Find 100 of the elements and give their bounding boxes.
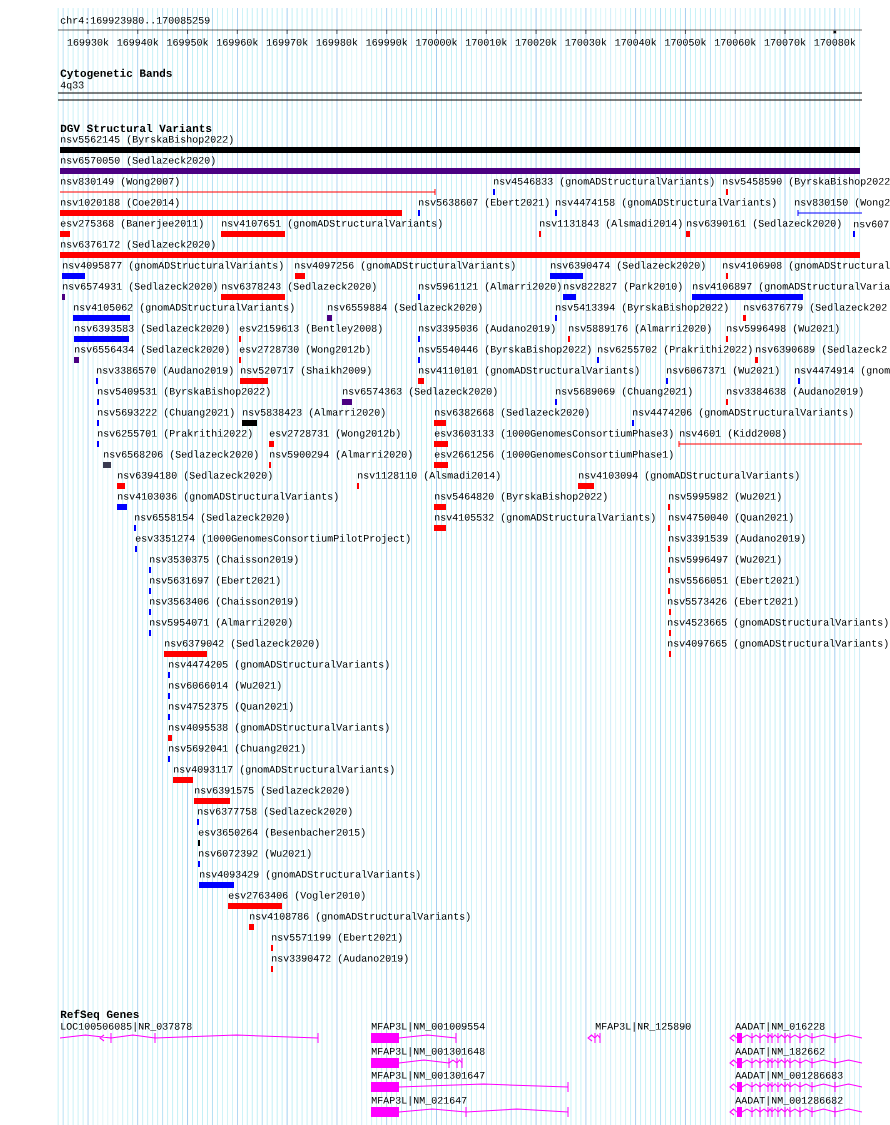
variant-label: nsv3563406 (Chaisson2019) xyxy=(150,597,298,607)
tick-label: 170080k xyxy=(814,38,856,46)
variant-label: nsv4474914 (gnom xyxy=(795,366,890,376)
variant-label: esv3351274 (1000GenomesConsortiumPilotProject) xyxy=(135,534,410,544)
variant-label: nsv3530375 (Chaisson2019) xyxy=(150,555,298,565)
variant-label: nsv6393583 (Sedlazeck2020) xyxy=(75,324,229,334)
variant-label: esv2728731 (Wong2012b) xyxy=(269,429,400,439)
variant-label: nsv6255702 (Prakrithi2022) xyxy=(598,345,752,355)
variant-label: nsv4093429 (gnomADStructuralVariants) xyxy=(200,870,420,880)
variant-label: nsv822827 (Park2010) xyxy=(564,282,682,292)
variant-label: nsv4093117 (gnomADStructuralVariants) xyxy=(174,765,394,775)
variant-label: nsv5900294 (Almarri2020) xyxy=(270,450,412,460)
variant-label: nsv4750040 (Quan2021) xyxy=(669,513,793,523)
variant-label: nsv4601 (Kidd2008) xyxy=(680,429,786,439)
variant-label: esv2661256 (1000GenomesConsortiumPhase1) xyxy=(434,450,673,460)
variant-label: nsv6376172 (Sedlazeck2020) xyxy=(61,240,215,250)
variant-label: nsv4105062 (gnomADStructuralVariants) xyxy=(74,303,294,313)
gene-label: MFAP3L|NM_001009554 xyxy=(371,1022,485,1032)
variant-label: nsv4474206 (gnomADStructuralVariants) xyxy=(633,408,853,418)
variant-label: nsv6067371 (Wu2021) xyxy=(667,366,779,376)
variant-label: nsv6066014 (Wu2021) xyxy=(169,681,281,691)
variant-label: nsv5692041 (Chuang2021) xyxy=(169,744,305,754)
variant-label: nsv6559884 (Sedlazeck2020) xyxy=(328,303,482,313)
variant-label: nsv4108786 (gnomADStructuralVariants) xyxy=(250,912,470,922)
variant-label: nsv5995982 (Wu2021) xyxy=(669,492,781,502)
variant-label: nsv3386570 (Audano2019) xyxy=(97,366,233,376)
variant-label: nsv607 xyxy=(854,220,889,228)
tick-label: 170030k xyxy=(565,38,607,46)
track-title: Cytogenetic Bands xyxy=(60,68,172,80)
variant-label: nsv6570050 (Sedlazeck2020) xyxy=(61,156,215,166)
track-title: DGV Structural Variants xyxy=(60,123,212,133)
variant-label: nsv5573426 (Ebert2021) xyxy=(668,597,798,607)
gene-label: MFAP3L|NR_125890 xyxy=(595,1022,691,1032)
variant-label: nsv520717 (Shaikh2009) xyxy=(241,366,371,376)
gene-label: AADAT|NM_182662 xyxy=(735,1047,825,1057)
variant-label: esv3603133 (1000GenomesConsortiumPhase3) xyxy=(434,429,673,439)
tick-label: 170050k xyxy=(665,38,706,46)
variant-label: nsv6390161 (Sedlazeck2020) xyxy=(687,219,841,229)
variant-label: nsv5562145 (ByrskaBishop2022) xyxy=(61,135,233,145)
gene-label: MFAP3L|NM_021647 xyxy=(371,1096,467,1106)
variant-label: nsv5464820 (ByrskaBishop2022) xyxy=(435,492,607,502)
variant-label: nsv4097665 (gnomADStructuralVariants) xyxy=(668,639,888,649)
variant-label: nsv4474205 (gnomADStructuralVariants) xyxy=(169,660,389,670)
variant-label: nsv5996498 (Wu2021) xyxy=(727,324,839,334)
variant-label: nsv4107651 (gnomADStructuralVariants) xyxy=(222,219,442,229)
gene-label: AADAT|NM_001286683 xyxy=(735,1071,843,1081)
tick-label: 169980k xyxy=(316,38,358,46)
variant-label: nsv4752375 (Quan2021) xyxy=(169,702,293,712)
variant-label: nsv6390474 (Sedlazeck2020) xyxy=(551,261,705,271)
variant-label: nsv3395036 (Audano2019) xyxy=(419,324,555,334)
variant-label: nsv4095538 (gnomADStructuralVariants) xyxy=(169,723,389,733)
variant-label: nsv5954071 (Almarri2020) xyxy=(150,618,292,628)
variant-label: esv275368 (Banerjee2011) xyxy=(60,219,203,229)
variant-label: nsv4103036 (gnomADStructuralVariants) xyxy=(118,492,338,502)
variant-label: nsv6391575 (Sedlazeck2020) xyxy=(195,786,349,796)
variant-label: nsv6390689 (Sedlazeck2 xyxy=(756,345,887,355)
tick-label: 169970k xyxy=(266,38,308,46)
variant-label: esv2763406 (Vogler2010) xyxy=(228,891,365,901)
variant-label: nsv4474158 (gnomADStructuralVariants) xyxy=(556,198,776,208)
variant-label: nsv6378243 (Sedlazeck2020) xyxy=(222,282,376,292)
variant-label: nsv4103094 (gnomADStructuralVariants) xyxy=(579,471,799,481)
variant-label: nsv6377758 (Sedlazeck2020) xyxy=(198,807,352,817)
variant-label: nsv5638607 (Ebert2021) xyxy=(419,198,549,208)
variant-label: nsv5996497 (Wu2021) xyxy=(669,555,781,565)
variant-label: nsv4095877 (gnomADStructuralVariants) xyxy=(63,261,283,271)
variant-label: nsv1020188 (Coe2014) xyxy=(61,198,179,208)
variant-label: nsv6376779 (Sedlazeck202 xyxy=(744,303,887,313)
variant-label: nsv5838423 (Almarri2020) xyxy=(243,408,385,418)
variant-label: nsv3391539 (Audano2019) xyxy=(669,534,805,544)
variant-label: nsv3384638 (Audano2019) xyxy=(727,387,863,397)
variant-label: nsv5540446 (ByrskaBishop2022) xyxy=(419,345,591,355)
tick-label: 170060k xyxy=(714,38,756,46)
gene-label: LOC100506085|NR_037878 xyxy=(61,1022,192,1032)
variant-label: nsv3390472 (Audano2019) xyxy=(272,954,408,964)
variant-label: nsv5689069 (Chuang2021) xyxy=(556,387,692,397)
gene-label: MFAP3L|NM_001301647 xyxy=(371,1071,485,1081)
variant-label: nsv6574931 (Sedlazeck2020) xyxy=(63,282,217,292)
variant-label: nsv830149 (Wong2007) xyxy=(61,177,179,187)
variant-label: nsv5631697 (Ebert2021) xyxy=(150,576,280,586)
variant-label: esv2728730 (Wong2012b) xyxy=(239,345,370,355)
variant-label: nsv4546833 (gnomADStructuralVariants) xyxy=(494,177,714,187)
gene-label: AADAT|NM_001286682 xyxy=(735,1096,843,1106)
gene-label: MFAP3L|NM_001301648 xyxy=(371,1047,485,1057)
location-label: chr4:169923980..170085259 xyxy=(60,16,210,24)
tick-label: 170070k xyxy=(764,38,806,46)
variant-label: nsv5409531 (ByrskaBishop2022) xyxy=(98,387,270,397)
variant-label: nsv1128110 (Alsmadi2014) xyxy=(358,471,500,481)
variant-label: nsv6556434 (Sedlazeck2020) xyxy=(75,345,229,355)
variant-label: nsv5889176 (Almarri2020) xyxy=(569,324,711,334)
variant-label: nsv6072392 (Wu2021) xyxy=(199,849,311,859)
variant-label: nsv5458590 (ByrskaBishop2022 xyxy=(723,177,890,187)
variant-label: nsv5571199 (Ebert2021) xyxy=(272,933,402,943)
variant-label: nsv6574363 (Sedlazeck2020) xyxy=(343,387,497,397)
tick-label: 170040k xyxy=(615,38,657,46)
tick-label: 170000k xyxy=(416,38,457,46)
gene-label: AADAT|NM_016228 xyxy=(735,1022,825,1032)
tick-label: 170020k xyxy=(515,38,557,46)
variant-label: nsv6558154 (Sedlazeck2020) xyxy=(135,513,289,523)
variant-label: nsv1131843 (Alsmadi2014) xyxy=(540,219,682,229)
band-label: 4q33 xyxy=(60,81,84,91)
